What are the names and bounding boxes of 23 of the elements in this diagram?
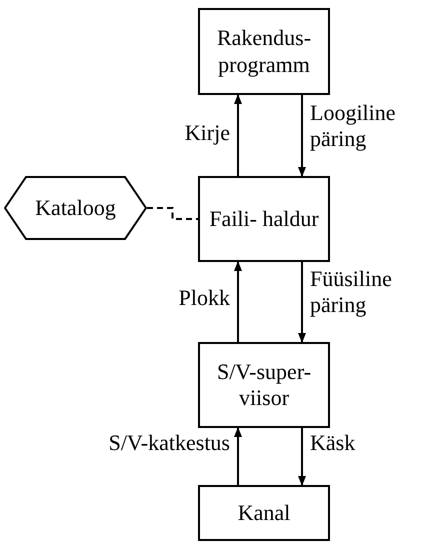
dashed-connector [147, 207, 198, 220]
node-label: Rakendus- programm [216, 25, 312, 78]
node-label: Kanal [236, 500, 292, 526]
process-box [198, 485, 330, 541]
process-box [198, 342, 330, 428]
hexagon-node [4, 176, 147, 240]
arrow [234, 261, 242, 342]
arrow [298, 95, 306, 177]
edge-label: Plokk [178, 285, 230, 310]
node-label: Faili- haldur [208, 206, 320, 232]
process-box [198, 176, 330, 262]
edge-label: S/V-katkestus [108, 430, 230, 455]
node-label: S/V-super- viisor [216, 358, 312, 412]
node-label: Kataloog [34, 194, 117, 222]
edge-label: Kirje [184, 120, 230, 145]
edge-label: Loogiline päring [310, 100, 396, 152]
arrow [298, 262, 306, 343]
arrow [234, 94, 242, 176]
edge-label: Füüsiline päring [310, 266, 392, 318]
arrow [234, 427, 242, 485]
edge-label: Käsk [310, 430, 356, 455]
arrow [298, 428, 306, 486]
process-box [198, 8, 330, 95]
